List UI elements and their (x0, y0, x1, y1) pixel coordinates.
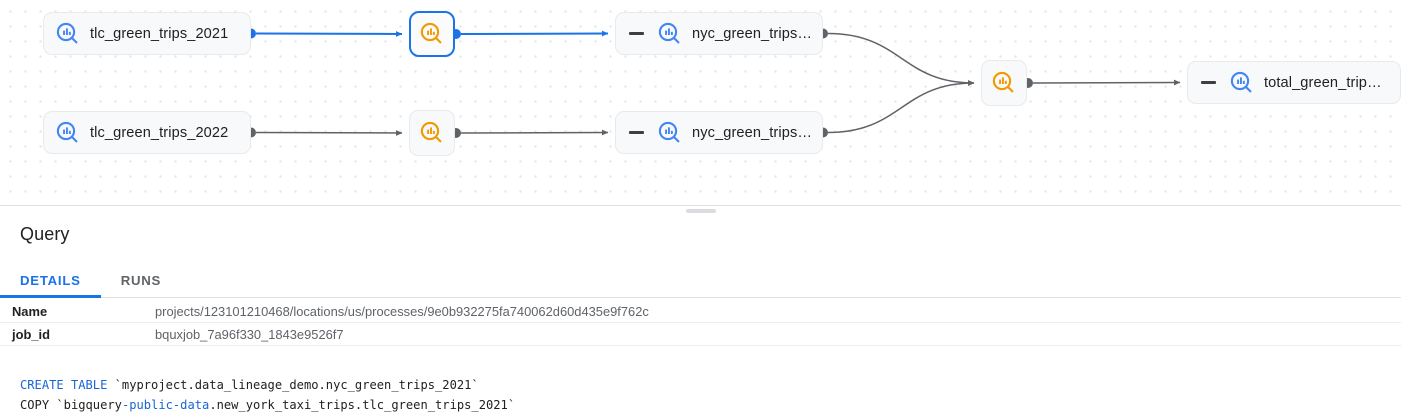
tab-runs[interactable]: RUNS (101, 264, 181, 297)
tab-details[interactable]: DETAILS (0, 264, 101, 298)
tab-runs-label: RUNS (120, 273, 162, 288)
code-token: COPY `bigquery (20, 397, 122, 412)
lineage-table-node[interactable]: total_green_trip… (1187, 61, 1401, 104)
bigquery-table-icon (657, 21, 683, 47)
lineage-edge (255, 129, 403, 136)
code-token: -public-data (121, 397, 210, 412)
tab-details-label: DETAILS (20, 273, 81, 288)
detail-row-job-id: job_id bquxjob_7a96f330_1843e9526f7 (0, 323, 1401, 346)
lineage-edge (460, 30, 609, 37)
lineage-node-label: tlc_green_trips_2022 (90, 124, 229, 141)
code-token: .new_york_taxi_trips.tlc_green_trips_202… (209, 397, 516, 412)
collapse-toggle-icon[interactable] (627, 24, 646, 43)
detail-key: Name (12, 303, 48, 319)
lineage-node-label: nyc_green_trips… (692, 25, 813, 42)
lineage-table-node[interactable]: tlc_green_trips_2022 (43, 111, 251, 154)
code-token: CREATE TABLE (20, 378, 108, 392)
code-token: `myproject.data_lineage_demo.nyc_green_t… (107, 378, 479, 392)
collapse-toggle-icon[interactable] (627, 123, 646, 142)
bigquery-table-icon (1229, 70, 1255, 96)
panel-tabs: DETAILS RUNS (0, 264, 1401, 298)
bigquery-table-icon (55, 120, 81, 146)
detail-row-name: Name projects/123101210468/locations/us/… (0, 300, 1401, 323)
detail-key: job_id (12, 326, 50, 342)
lineage-edge (1032, 79, 1181, 86)
lineage-process-node[interactable] (409, 110, 455, 156)
sql-code-block: CREATE TABLE `myproject.data_lineage_dem… (20, 376, 1401, 415)
lineage-edge (827, 32, 975, 86)
bigquery-process-icon (991, 70, 1017, 96)
bigquery-table-icon (657, 120, 683, 146)
lineage-node-label: total_green_trip… (1264, 74, 1382, 91)
detail-value: projects/123101210468/locations/us/proce… (155, 303, 649, 319)
detail-value: bquxjob_7a96f330_1843e9526f7 (155, 326, 344, 342)
lineage-node-label: nyc_green_trips… (692, 124, 813, 141)
collapse-toggle-icon[interactable] (1199, 73, 1218, 92)
lineage-node-label: tlc_green_trips_2021 (90, 25, 229, 42)
details-panel: Query DETAILS RUNS Name projects/1231012… (0, 205, 1401, 417)
bigquery-table-icon (55, 21, 81, 47)
bigquery-process-icon (419, 21, 445, 47)
lineage-table-node[interactable]: nyc_green_trips… (615, 111, 823, 154)
lineage-table-node[interactable]: tlc_green_trips_2021 (43, 12, 251, 55)
panel-resize-handle[interactable] (685, 209, 716, 213)
lineage-edge (827, 80, 975, 134)
lineage-edge (255, 30, 403, 37)
lineage-process-node[interactable] (409, 11, 455, 57)
lineage-table-node[interactable]: nyc_green_trips… (615, 12, 823, 55)
panel-title: Query (20, 224, 70, 244)
bigquery-process-icon (419, 120, 445, 146)
lineage-process-node[interactable] (981, 60, 1027, 106)
lineage-graph-canvas[interactable]: tlc_green_trips_2021 tlc_green_trips_2022… (0, 0, 1401, 205)
lineage-edge (460, 129, 609, 136)
